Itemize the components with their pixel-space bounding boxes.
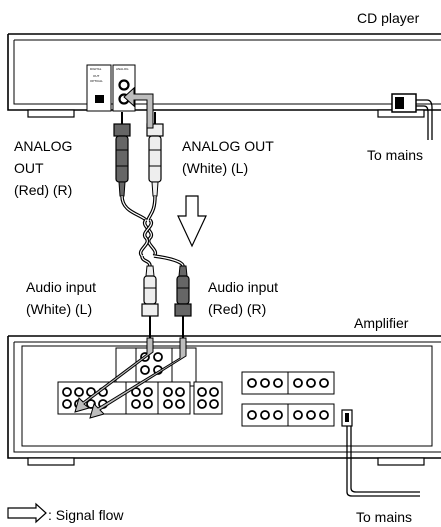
- digital-mark: DIGITAL: [90, 67, 102, 71]
- analog-out-red-label-3: (Red) (R): [14, 182, 72, 198]
- cd-player: CD player DIGITAL OUT OPTICAL ANALOG: [7, 10, 441, 140]
- cd-foot-left: [27, 109, 75, 118]
- amp-foot-left: [27, 457, 75, 466]
- plug-white-bottom: [141, 265, 159, 338]
- plug-red-bottom: [174, 265, 192, 338]
- to-mains-top-label: To mains: [367, 147, 423, 163]
- cd-power-cord: [391, 93, 433, 140]
- amp-lower-inputs: [57, 381, 223, 415]
- signal-flow-legend: : Signal flow: [7, 502, 124, 524]
- amp-input-arrow-white: [74, 337, 154, 413]
- cd-rear-jack-panel: DIGITAL OUT OPTICAL ANALOG: [86, 64, 136, 112]
- signal-flow-label: : Signal flow: [48, 507, 124, 523]
- audio-input-red-label-1: Audio input: [208, 279, 278, 295]
- analog-out-red-label-2: OUT: [14, 160, 44, 176]
- signal-direction-arrow: [177, 195, 207, 248]
- analog-out-white-label-2: (White) (L): [182, 160, 248, 176]
- amp-foot-right: [377, 457, 425, 466]
- amp-speaker-terminals: [241, 371, 335, 427]
- out-mark: OUT: [93, 74, 100, 78]
- amp-input-arrow-red: [89, 337, 187, 419]
- optical-mark: OPTICAL: [90, 79, 103, 83]
- audio-cable: [113, 112, 192, 338]
- amp-power-cord: [341, 409, 420, 497]
- signal-flow-arrow-icon: [7, 502, 47, 524]
- analog-mark: ANALOG: [116, 67, 129, 71]
- amp-labels: Audio input (White) (L) Audio input (Red…: [26, 279, 409, 331]
- audio-input-white-label-1: Audio input: [26, 279, 96, 295]
- cd-labels: ANALOG OUT (Red) (R) ANALOG OUT (White) …: [14, 138, 423, 198]
- cd-output-arrow: [123, 86, 154, 129]
- analog-out-white-label-1: ANALOG OUT: [182, 138, 274, 154]
- analog-out-jack-l: [118, 79, 130, 91]
- optical-out-port: [95, 95, 104, 103]
- analog-out-red-label-1: ANALOG: [14, 138, 72, 154]
- amplifier-label: Amplifier: [354, 315, 409, 331]
- audio-input-red-label-2: (Red) (R): [208, 301, 266, 317]
- plug-red-top: [113, 112, 131, 197]
- audio-input-white-label-2: (White) (L): [26, 301, 92, 317]
- amplifier: [7, 335, 441, 497]
- cd-player-label: CD player: [357, 10, 420, 26]
- to-mains-bottom-label: To mains: [356, 509, 412, 525]
